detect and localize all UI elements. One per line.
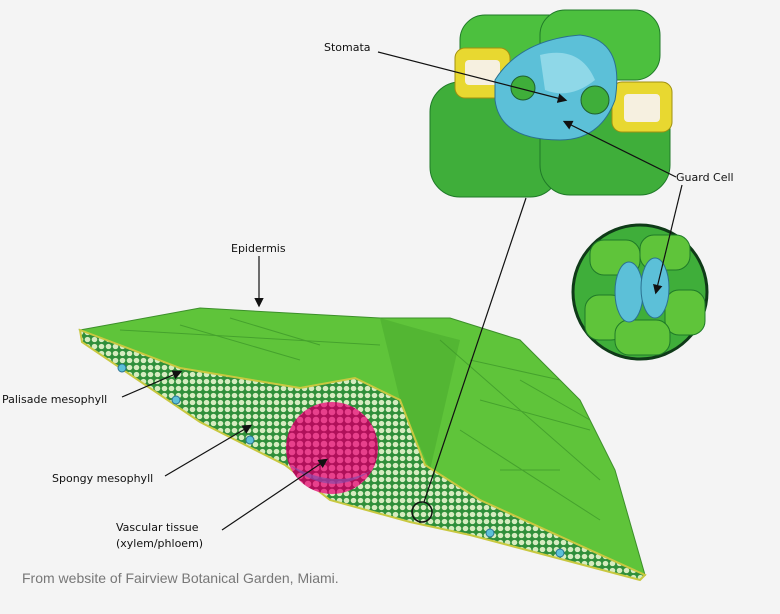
spongy-mesophyll-label: Spongy mesophyll bbox=[52, 472, 154, 485]
epidermis-label: Epidermis bbox=[231, 242, 286, 255]
source-caption: From website of Fairview Botanical Garde… bbox=[22, 570, 339, 586]
vascular-tissue-label: Vascular tissue bbox=[116, 521, 199, 534]
stomata-block bbox=[429, 9, 673, 198]
vascular-tissue-sublabel: (xylem/phloem) bbox=[116, 537, 204, 550]
guard-cell-inset bbox=[571, 223, 709, 361]
leaf-cross-section bbox=[78, 328, 647, 582]
pointer-lines bbox=[121, 51, 683, 531]
palisade-mesophyll-label: Palisade mesophyll bbox=[2, 393, 108, 406]
stomata-label: Stomata bbox=[324, 41, 371, 54]
guard-cell-label: Guard Cell bbox=[676, 171, 734, 184]
